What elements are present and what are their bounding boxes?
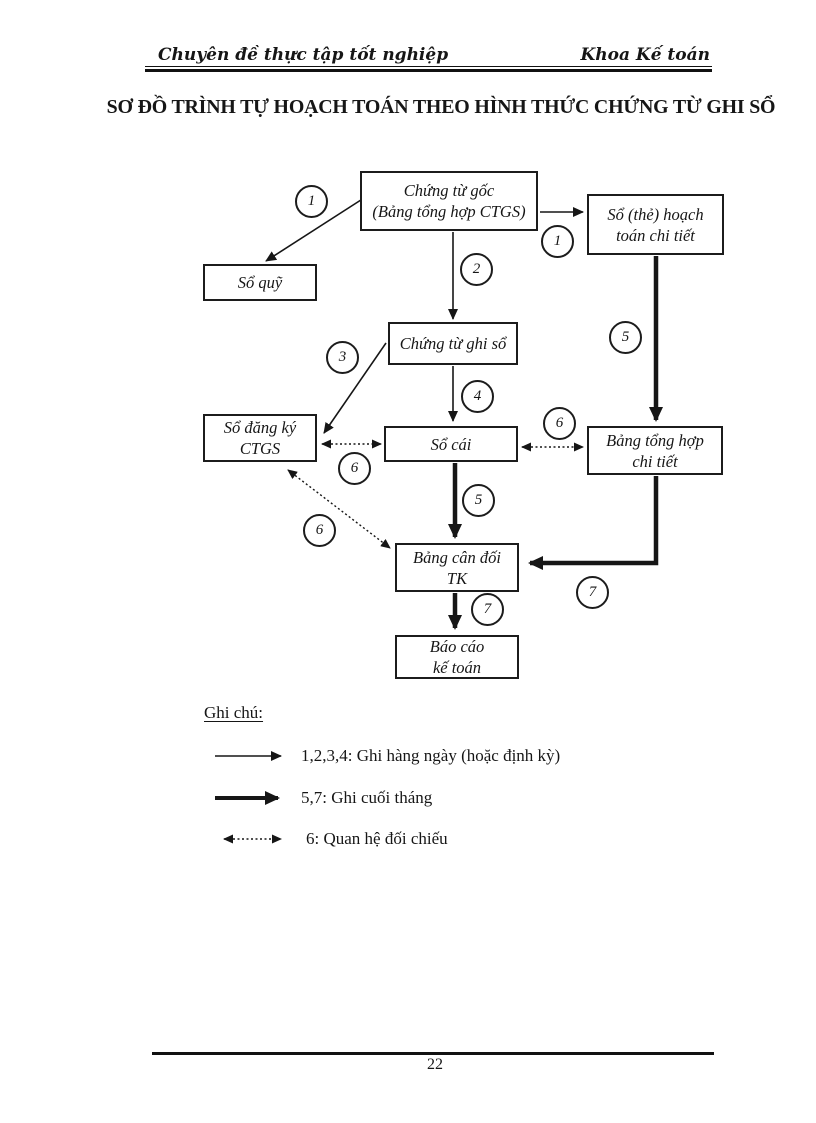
circle-number: 2 — [472, 261, 481, 277]
circle-number: 6 — [315, 522, 324, 538]
circle-number: 7 — [483, 601, 492, 617]
thick-arrow-icon — [215, 791, 280, 805]
box-so-cai: Sổ cái — [384, 426, 518, 462]
box-label: chi tiết — [632, 451, 678, 471]
legend-item-reconcile: 6: Quan hệ đối chiếu — [213, 828, 448, 850]
box-label: Sổ quỹ — [237, 273, 283, 292]
box-label: (Bảng tổng hợp CTGS) — [372, 202, 526, 221]
box-label: CTGS — [239, 439, 281, 458]
header-right-text: Khoa Kế toán — [580, 45, 710, 65]
circle-number: 7 — [588, 584, 597, 600]
box-label: Sổ (thẻ) hoạch — [607, 204, 704, 224]
header-rule-thick — [145, 69, 712, 72]
header-left-text: Chuyên đề thực tập tốt nghiệp — [158, 45, 449, 65]
flow-step-circle-3: 3 — [326, 341, 359, 374]
box-label: toán chi tiết — [616, 225, 695, 245]
flow-step-circle-2: 2 — [460, 253, 493, 286]
box-label: Bảng tổng hợp — [606, 430, 704, 450]
thin-arrow-icon — [215, 751, 282, 761]
circle-number: 5 — [474, 492, 483, 508]
circle-number: 4 — [473, 388, 482, 404]
circle-number: 5 — [621, 329, 630, 345]
legend-label: 5,7: Ghi cuối tháng — [301, 788, 433, 807]
header-rule-thin — [145, 66, 712, 67]
box-label: TK — [446, 568, 468, 588]
legend-item-monthly: 5,7: Ghi cuối tháng — [213, 787, 432, 809]
legend-label: 1,2,3,4: Ghi hàng ngày (hoặc định kỳ) — [301, 746, 561, 765]
legend-item-daily: 1,2,3,4: Ghi hàng ngày (hoặc định kỳ) — [213, 745, 560, 767]
box-so-the-hoach-toan-chi-tiet: Sổ (thẻ) hoạch toán chi tiết — [587, 194, 724, 255]
box-so-quy: Sổ quỹ — [203, 264, 317, 301]
box-label: Sổ cái — [430, 434, 472, 454]
box-label: Sổ đăng ký — [223, 418, 297, 437]
circle-number: 1 — [307, 193, 316, 209]
flow-step-circle-4: 4 — [461, 380, 494, 413]
circle-number: 1 — [553, 233, 562, 249]
flow-step-circle-6c: 6 — [303, 514, 336, 547]
page-number: 22 — [427, 1056, 443, 1073]
legend-label: 6: Quan hệ đối chiếu — [306, 829, 448, 848]
box-chung-tu-goc: Chứng từ gốc (Bảng tổng hợp CTGS) — [360, 171, 538, 231]
box-bao-cao-ke-toan: Báo cáo kế toán — [395, 635, 519, 679]
circle-number: 3 — [338, 349, 347, 365]
box-label: Báo cáo — [429, 637, 485, 656]
box-label: Bảng cân đối — [413, 547, 501, 567]
flow-step-circle-1: 1 — [295, 185, 328, 218]
arrow-bangtonghop-to-bangcandoi — [528, 476, 659, 570]
flow-step-circle-5b: 5 — [609, 321, 642, 354]
flow-step-circle-7b: 7 — [471, 593, 504, 626]
flow-step-circle-5: 5 — [462, 484, 495, 517]
circle-number: 6 — [350, 460, 359, 476]
legend-heading: Ghi chú: — [204, 703, 264, 722]
flow-step-circle-6b: 6 — [543, 407, 576, 440]
flow-step-circle-1b: 1 — [541, 225, 574, 258]
page-title: SƠ ĐỒ TRÌNH TỰ HOẠCH TOÁN THEO HÌNH THỨC… — [106, 96, 776, 118]
box-chung-tu-ghi-so: Chứng từ ghi sổ — [388, 322, 518, 365]
box-label: Chứng từ gốc — [403, 181, 495, 200]
box-so-dang-ky-ctgs: Sổ đăng ký CTGS — [203, 414, 317, 462]
footer-rule — [152, 1052, 714, 1055]
box-label: kế toán — [432, 658, 482, 677]
box-label: Chứng từ ghi sổ — [399, 334, 507, 353]
flow-step-circle-7a: 7 — [576, 576, 609, 609]
box-bang-can-doi-tk: Bảng cân đối TK — [395, 543, 519, 592]
circle-number: 6 — [555, 415, 564, 431]
dashed-double-arrow-icon — [223, 834, 282, 844]
flow-step-circle-6a: 6 — [338, 452, 371, 485]
box-bang-tong-hop-chi-tiet: Bảng tổng hợp chi tiết — [587, 426, 723, 475]
